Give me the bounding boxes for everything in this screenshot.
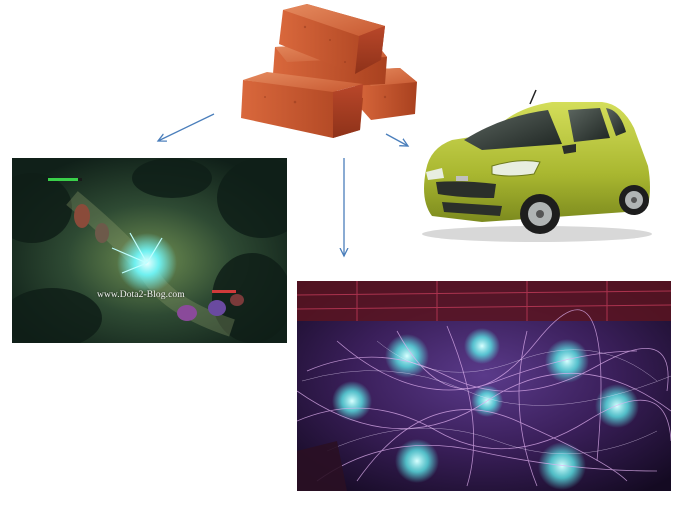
- brick-stack-icon: [241, 4, 417, 138]
- arrow-to-game: [158, 113, 215, 141]
- game-screenshot: www.Dota2-Blog.com: [12, 158, 287, 343]
- fusion-machine-photo: [297, 281, 671, 491]
- car-image: [412, 88, 662, 243]
- brick-stack-image: [235, 2, 420, 140]
- car-icon: [422, 89, 652, 242]
- game-watermark-text: www.Dota2-Blog.com: [97, 290, 185, 300]
- fusion-machine-image: [297, 281, 671, 491]
- video-game-screenshot: [12, 158, 287, 343]
